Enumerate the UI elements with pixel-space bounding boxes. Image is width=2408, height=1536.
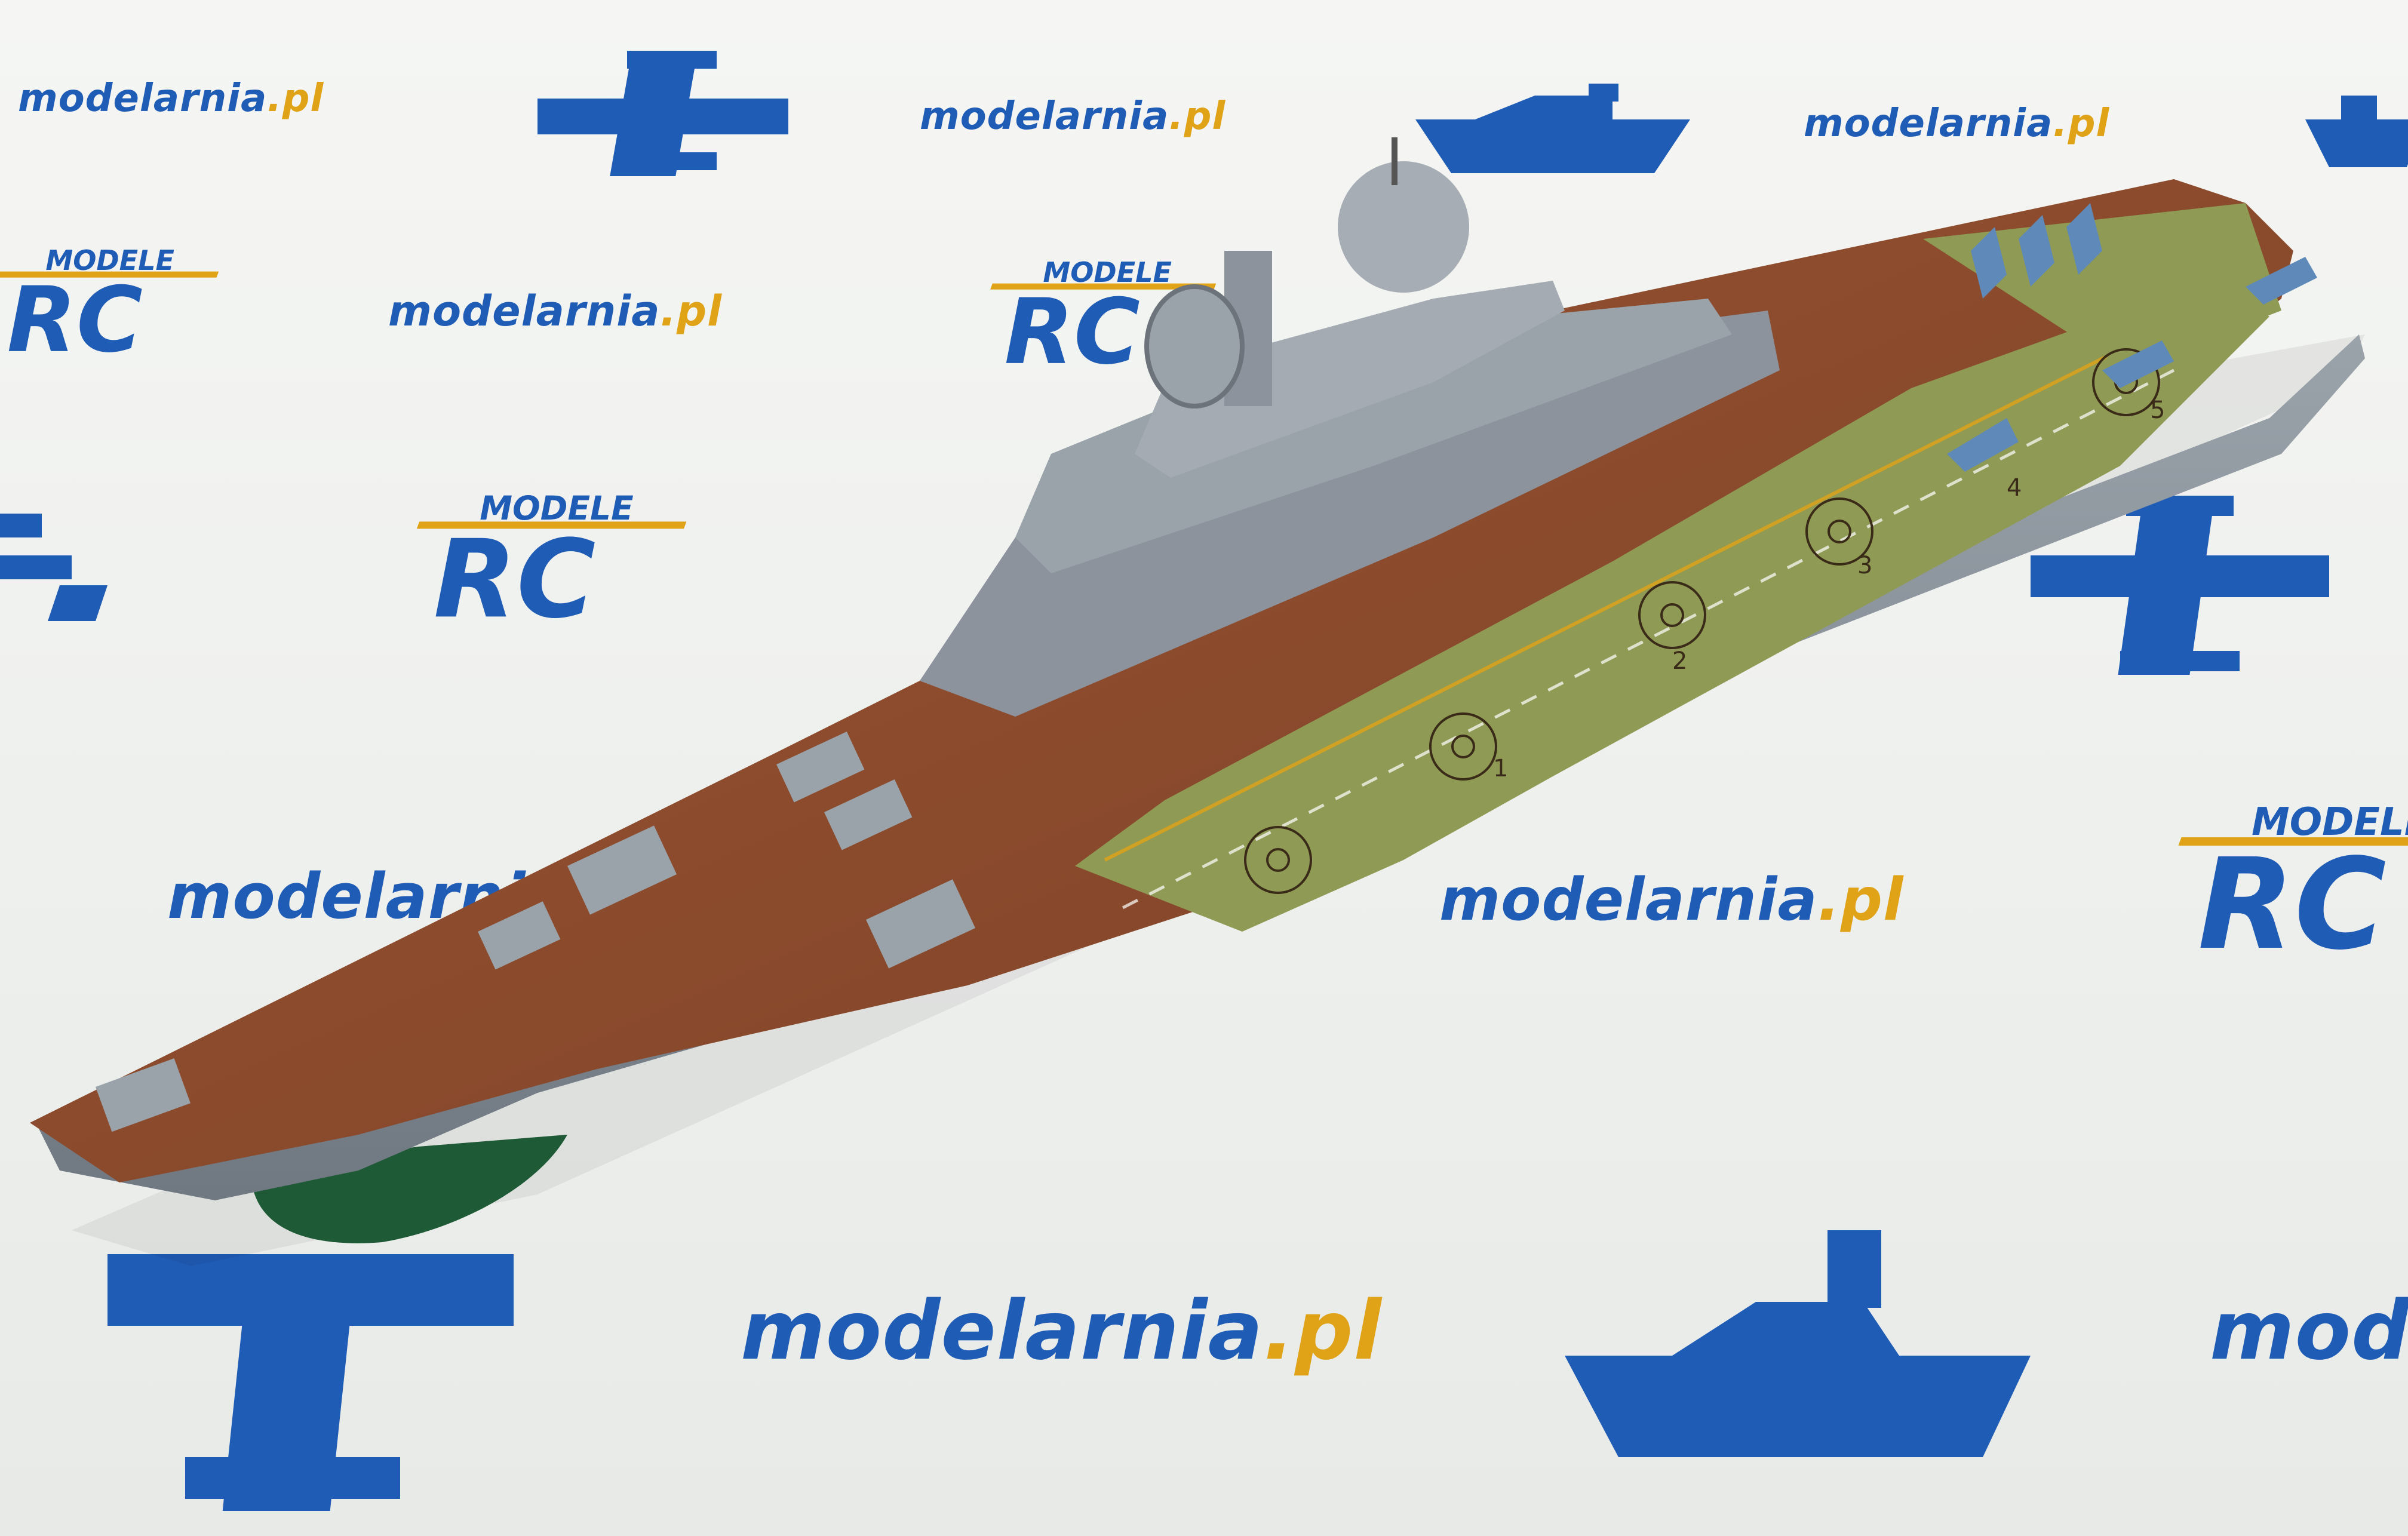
brand-text: modelarnia.pl xyxy=(1804,102,2110,146)
modele-rc-badge: MODELE RC xyxy=(0,245,235,374)
main-deck xyxy=(30,179,2293,1182)
brand-text: modelarnia.pl xyxy=(18,76,324,121)
brand-text: modelarnia.pl xyxy=(388,287,723,336)
radar-dome xyxy=(1338,161,1469,293)
svg-text:5: 5 xyxy=(2150,397,2165,424)
modele-rc-badge: MODELE RC xyxy=(990,257,1232,386)
boat-icon xyxy=(0,514,108,621)
island-superstructure xyxy=(920,311,1780,717)
modele-rc-badge: MODELE RC xyxy=(416,490,706,644)
forward-weapons xyxy=(96,732,976,1132)
airplane-icon xyxy=(108,1254,514,1511)
boat-icon xyxy=(1415,84,1690,173)
svg-text:3: 3 xyxy=(1857,552,1872,579)
modele-rc-badge: MODELE RC xyxy=(2178,800,2408,979)
svg-text:4: 4 xyxy=(2007,474,2022,502)
boat-icon xyxy=(1565,1230,2031,1457)
brand-text: modelarnia.pl xyxy=(741,1284,1383,1378)
landing-spots xyxy=(1244,348,2160,894)
deck-aircraft xyxy=(1947,203,2317,472)
svg-text:2: 2 xyxy=(1672,647,1687,675)
airplane-icon xyxy=(538,51,788,176)
brand-text: modelarnia.pl xyxy=(2210,1284,2408,1378)
brand-text: modelarnia.pl xyxy=(920,94,1226,139)
boat-icon xyxy=(2305,96,2408,167)
airplane-icon xyxy=(2031,496,2329,675)
svg-text:1: 1 xyxy=(1493,755,1508,782)
brand-text: modelarnia.pl xyxy=(1439,866,1904,934)
radar-dish xyxy=(1144,284,1245,408)
deck-numbers: 1 2 3 4 5 xyxy=(1493,397,2165,782)
